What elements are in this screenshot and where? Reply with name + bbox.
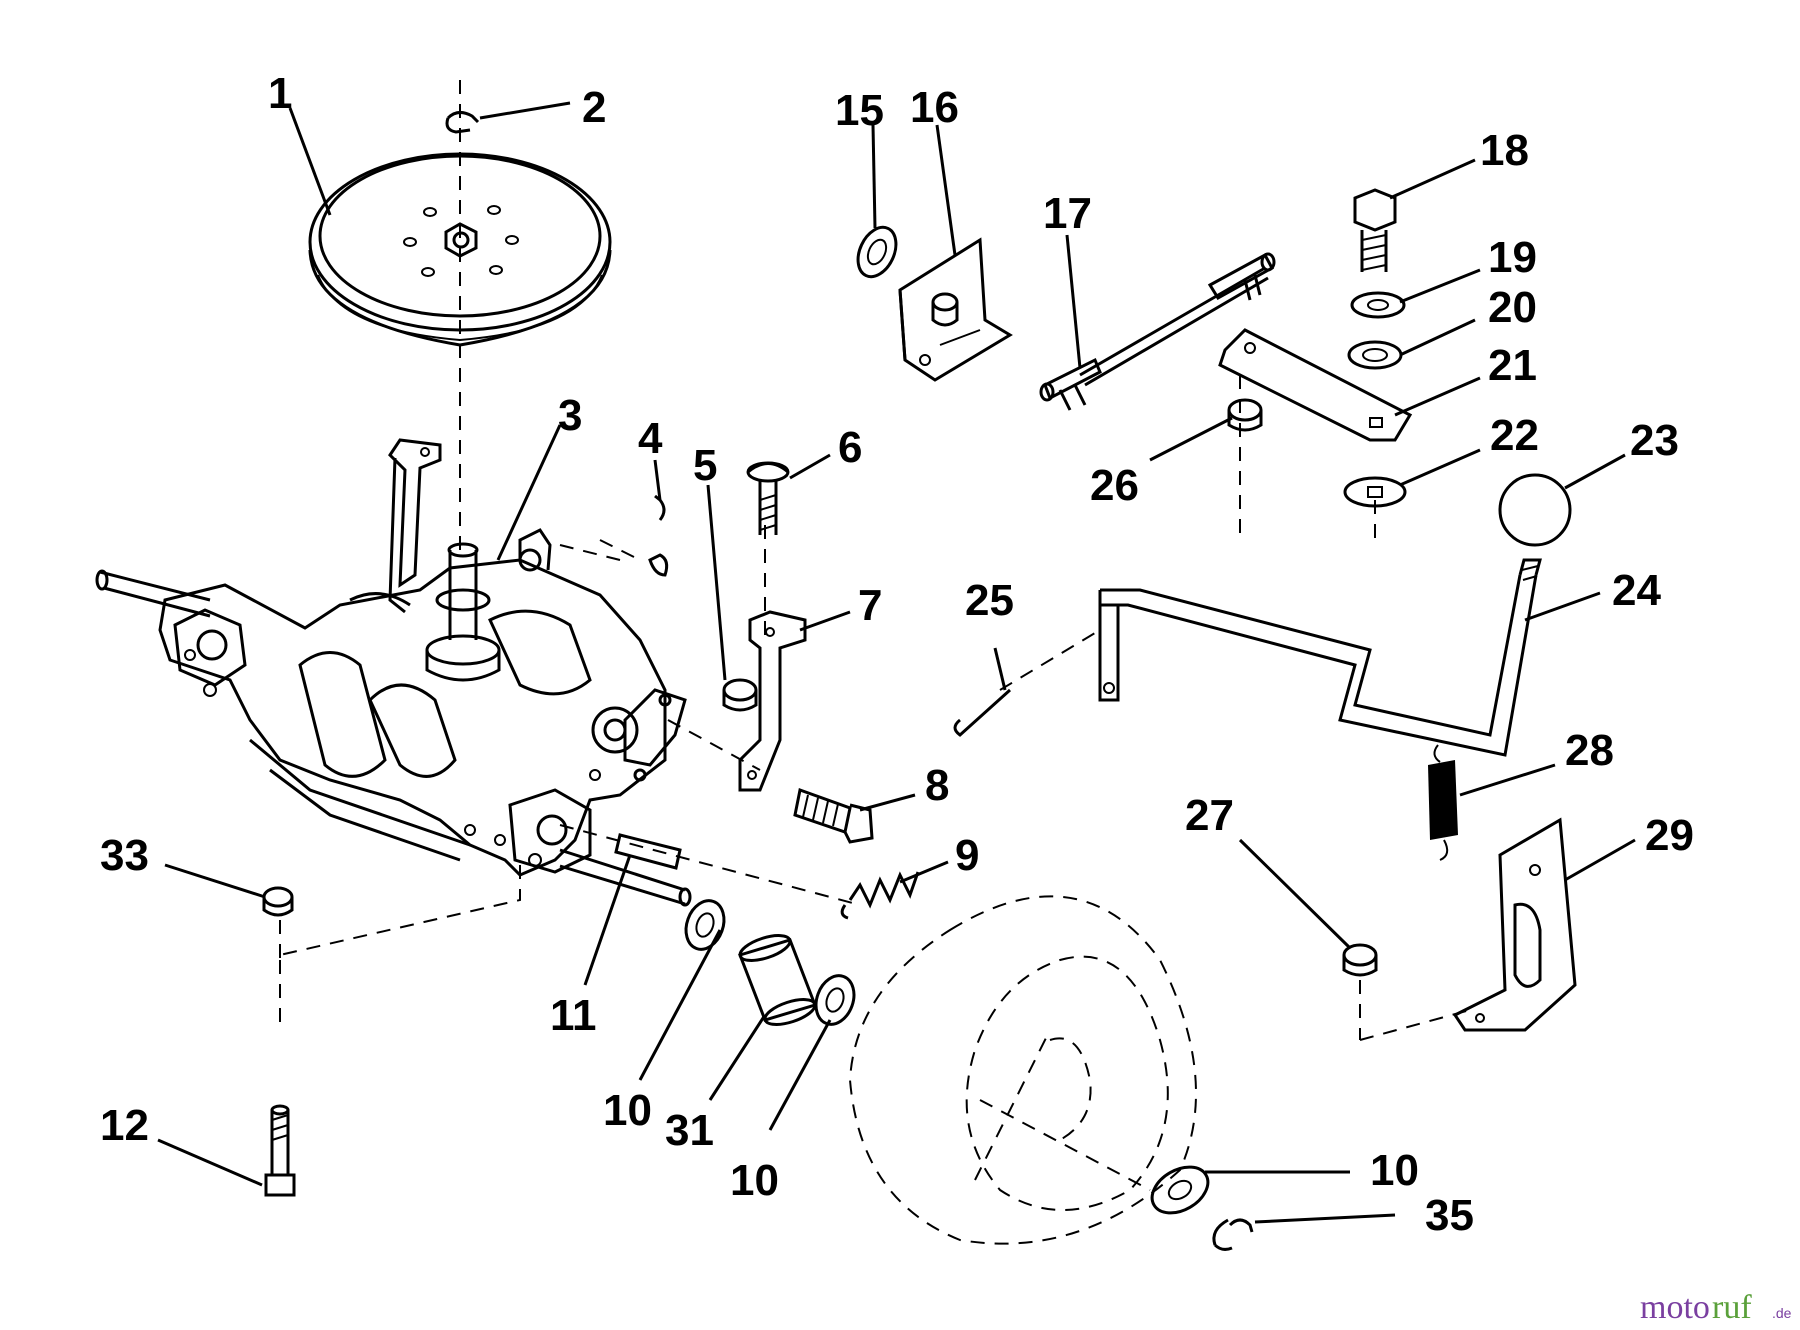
label-part-18: 18: [1480, 126, 1529, 175]
label-part-12: 12: [100, 1101, 149, 1150]
label-part-23: 23: [1630, 416, 1679, 465]
washer-part-15: [856, 225, 898, 279]
nut-part-27: [1342, 943, 1378, 977]
nut-part: [722, 678, 758, 712]
shift-lever-part: [1098, 558, 1542, 757]
assembly-dashed-lines: [279, 80, 1471, 1041]
label-part-3: 3: [558, 391, 582, 440]
label-part-9: 9: [955, 831, 979, 880]
part-labels: 1 2 3 4 5 6 7 8 9 10 31 10 11 12 33 15 1…: [100, 69, 1694, 1240]
pivot-bracket-part: [1452, 817, 1577, 1032]
label-part-11: 11: [550, 991, 597, 1040]
label-part-35: 35: [1425, 1191, 1474, 1240]
label-part-10-b: 10: [730, 1156, 779, 1205]
watermark-part-1: moto: [1640, 1289, 1710, 1326]
spacer-part: [738, 934, 817, 1026]
pin-part: [648, 494, 669, 577]
washer-part-19: [1350, 291, 1406, 319]
label-part-5: 5: [693, 441, 717, 490]
washer-part-c: [1150, 1165, 1210, 1215]
label-part-26: 26: [1090, 461, 1139, 510]
key-part: [614, 833, 682, 870]
label-part-33: 33: [100, 831, 149, 880]
pulley-part: [308, 152, 612, 347]
hex-bolt-part-18: [1353, 188, 1397, 272]
wheel-outline: [848, 895, 1197, 1245]
label-part-22: 22: [1490, 411, 1539, 460]
washer-part-20: [1347, 340, 1403, 370]
leader-lines: [157, 101, 1636, 1224]
label-part-24: 24: [1612, 566, 1661, 615]
hex-bolt-part: [793, 787, 874, 844]
shoulder-bolt-part: [264, 1104, 296, 1197]
extension-spring-part: [1428, 744, 1458, 861]
label-part-19: 19: [1488, 233, 1537, 282]
carriage-bolt-part: [746, 461, 790, 535]
watermark-part-2: ruf: [1712, 1289, 1752, 1326]
bracket-part-16: [898, 237, 1013, 382]
label-part-1: 1: [268, 69, 292, 118]
e-clip-part: [445, 111, 480, 134]
cotter-pin-part: [953, 688, 1012, 737]
washer-part-22: [1343, 476, 1407, 508]
label-part-15: 15: [835, 86, 884, 135]
small-spring-part: [840, 871, 920, 920]
transaxle-housing: [95, 438, 692, 907]
label-part-28: 28: [1565, 726, 1614, 775]
label-part-25: 25: [965, 576, 1014, 625]
label-part-29: 29: [1645, 811, 1694, 860]
label-part-4: 4: [638, 414, 663, 463]
washer-part-b: [814, 974, 856, 1026]
knob-ball-part: [1498, 473, 1572, 547]
label-part-2: 2: [582, 83, 606, 132]
control-rod-part: [1039, 252, 1276, 411]
label-part-21: 21: [1488, 341, 1537, 390]
nut-part-26: [1227, 398, 1263, 432]
label-part-7: 7: [858, 581, 882, 630]
label-part-17: 17: [1043, 189, 1092, 238]
label-part-16: 16: [910, 83, 959, 132]
label-part-10-c: 10: [1370, 1146, 1419, 1195]
watermark-logo: moto ruf .de: [1640, 1289, 1792, 1326]
watermark-suffix: .de: [1772, 1305, 1792, 1321]
label-part-10-a: 10: [603, 1086, 652, 1135]
mounting-bracket-part: [738, 610, 807, 792]
nut-part-33: [262, 886, 294, 917]
label-part-6: 6: [838, 423, 862, 472]
label-part-31: 31: [665, 1106, 714, 1155]
retaining-clip-part: [1212, 1218, 1254, 1251]
washer-part-a: [684, 899, 726, 951]
link-plate-part: [1218, 328, 1413, 442]
label-part-8: 8: [925, 761, 949, 810]
label-part-27: 27: [1185, 791, 1234, 840]
label-part-20: 20: [1488, 283, 1537, 332]
